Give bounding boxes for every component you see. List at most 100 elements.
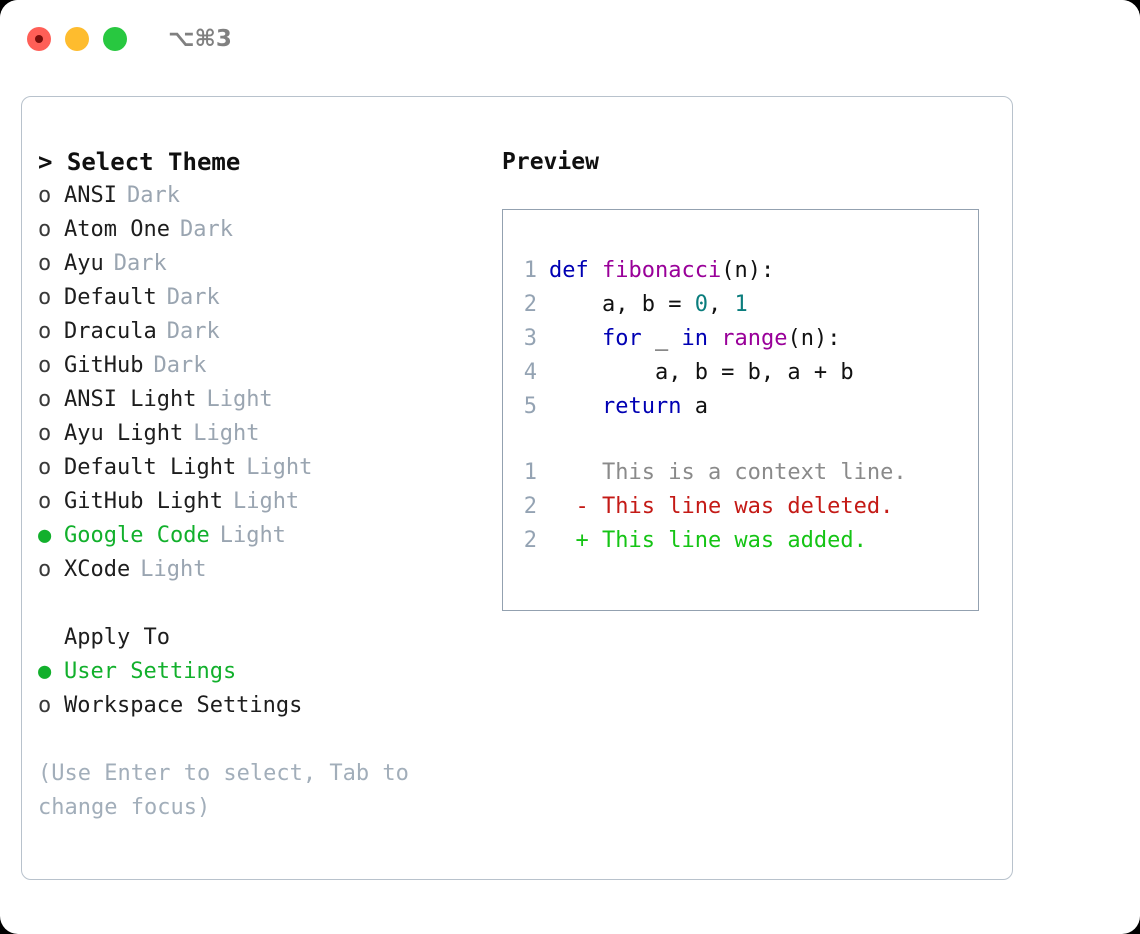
theme-option-name: ANSI Light — [64, 387, 197, 412]
theme-option-variant: Dark — [153, 353, 207, 378]
line-number: 3 — [523, 326, 537, 351]
line-number: 1 — [523, 258, 537, 283]
theme-option-ayu[interactable]: o Ayu Dark — [38, 247, 468, 281]
spacer — [38, 587, 468, 621]
line-number: 4 — [523, 360, 537, 385]
theme-option-ayu-light[interactable]: o Ayu Light Light — [38, 417, 468, 451]
radio-unselected-icon: o — [38, 285, 52, 310]
diff-sample: 1 This is a context line.2 - This line w… — [503, 456, 978, 558]
token-pln — [708, 326, 721, 351]
token-pln — [549, 394, 602, 419]
radio-selected-icon: ● — [38, 659, 52, 684]
radio-unselected-icon: o — [38, 217, 52, 242]
radio-unselected-icon: o — [38, 353, 52, 378]
apply-to-option-name: Workspace Settings — [64, 693, 303, 718]
spacer — [503, 424, 978, 456]
theme-option-name: Google Code — [64, 523, 210, 548]
code-text: a, b = 0, 1 — [549, 288, 748, 322]
theme-option-name: Dracula — [64, 319, 157, 344]
theme-option-variant: Light — [219, 523, 286, 548]
token-pln — [549, 326, 602, 351]
token-pln: (n): — [721, 258, 775, 283]
radio-unselected-icon: o — [38, 183, 52, 208]
theme-option-variant: Dark — [126, 183, 180, 208]
maximize-window-button[interactable] — [103, 27, 127, 51]
radio-selected-icon: ● — [38, 523, 52, 548]
code-text: a, b = b, a + b — [549, 356, 854, 390]
code-line: 4 a, b = b, a + b — [503, 356, 978, 390]
close-window-button[interactable] — [27, 27, 51, 51]
theme-option-variant: Light — [206, 387, 273, 412]
preview-title: Preview — [502, 149, 599, 175]
radio-unselected-icon: o — [38, 489, 52, 514]
theme-option-google-code[interactable]: ● Google Code Light — [38, 519, 468, 553]
theme-option-variant: Dark — [113, 251, 167, 276]
code-line: 3 for _ in range(n): — [503, 322, 978, 356]
radio-unselected-icon: o — [38, 251, 52, 276]
line-number: 5 — [523, 394, 537, 419]
minimize-window-button[interactable] — [65, 27, 89, 51]
apply-to-option-user-settings[interactable]: ● User Settings — [38, 655, 468, 689]
line-number: 2 — [523, 528, 537, 553]
theme-option-default-light[interactable]: o Default Light Light — [38, 451, 468, 485]
apply-to-option-name: User Settings — [64, 659, 237, 684]
token-pln: a, b = — [549, 292, 695, 317]
code-line: 5 return a — [503, 390, 978, 424]
traffic-light-buttons — [27, 27, 127, 51]
theme-option-github[interactable]: o GitHub Dark — [38, 349, 468, 383]
token-pln: (n): — [787, 326, 841, 351]
theme-option-variant: Light — [140, 557, 207, 582]
radio-unselected-icon: o — [38, 455, 52, 480]
apply-to-label: Apply To — [64, 625, 170, 650]
token-num: 1 — [734, 292, 748, 317]
theme-option-variant: Light — [246, 455, 313, 480]
radio-unselected-icon: o — [38, 319, 52, 344]
code-line: 2 a, b = 0, 1 — [503, 288, 978, 322]
diff-line-del: 2 - This line was deleted. — [503, 490, 978, 524]
theme-option-name: Ayu Light — [64, 421, 184, 446]
radio-unselected-icon: o — [38, 693, 52, 718]
select-theme-header: > Select Theme — [38, 148, 241, 176]
token-pln: a, b = b, a + b — [549, 360, 854, 385]
apply-to-option-workspace-settings[interactable]: o Workspace Settings — [38, 689, 468, 723]
theme-option-variant: Light — [193, 421, 260, 446]
token-pln: _ — [641, 326, 682, 351]
theme-option-variant: Dark — [166, 319, 220, 344]
radio-unselected-icon: o — [38, 557, 52, 582]
token-kw: return — [601, 394, 682, 419]
theme-option-dracula[interactable]: o Dracula Dark — [38, 315, 468, 349]
diff-line-add: 2 + This line was added. — [503, 524, 978, 558]
token-kw: for — [601, 326, 642, 351]
radio-unselected-icon: o — [38, 421, 52, 446]
theme-option-ansi[interactable]: o ANSI Dark — [38, 179, 468, 213]
token-fn: range — [721, 326, 788, 351]
theme-option-name: Default — [64, 285, 157, 310]
theme-option-name: ANSI — [64, 183, 117, 208]
code-text: for _ in range(n): — [549, 322, 840, 356]
keyboard-shortcut-label: ⌥⌘3 — [168, 26, 232, 52]
token-pln: , — [707, 292, 735, 317]
diff-text: + This line was added. — [549, 528, 867, 553]
theme-option-name: Atom One — [64, 217, 170, 242]
keyboard-hint-text: (Use Enter to select, Tab to change focu… — [38, 761, 423, 820]
token-fn: fibonacci — [601, 258, 722, 283]
title-bar: ⌥⌘3 — [0, 0, 1140, 78]
theme-option-name: Ayu — [64, 251, 104, 276]
diff-text: - This line was deleted. — [549, 494, 894, 519]
diff-text: This is a context line. — [549, 460, 907, 485]
theme-option-name: GitHub — [64, 353, 144, 378]
theme-option-name: Default Light — [64, 455, 237, 480]
code-text: return a — [549, 390, 708, 424]
